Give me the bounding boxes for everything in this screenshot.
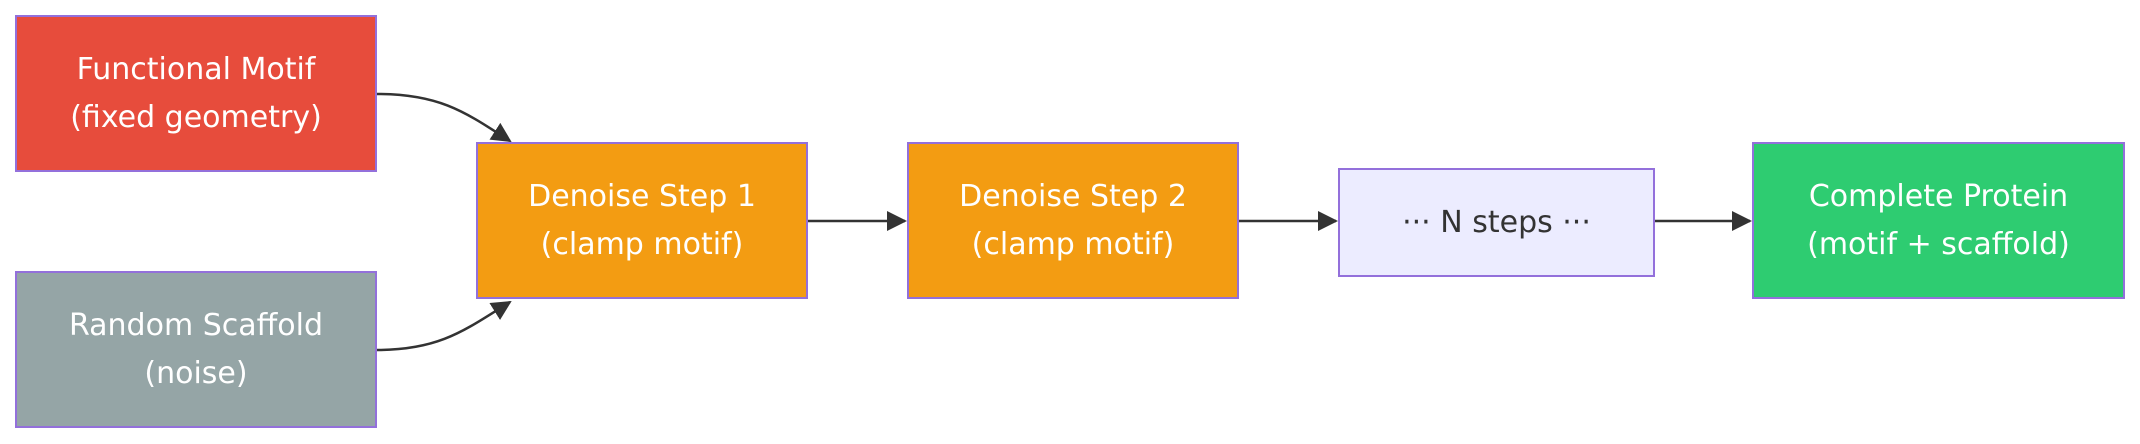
node-complete-protein-title: Complete Protein	[1808, 178, 2069, 214]
node-denoise-step-1-title: Denoise Step 1	[528, 178, 756, 214]
node-complete-protein-subtitle: (motif + scaffold)	[1807, 226, 2070, 262]
node-random-scaffold-title: Random Scaffold	[68, 307, 324, 343]
node-n-steps: ··· N steps ···	[1338, 168, 1655, 277]
node-functional-motif: Functional Motif (fixed geometry)	[15, 15, 377, 172]
node-denoise-step-1: Denoise Step 1 (clamp motif)	[476, 142, 808, 299]
edge-motif-to-step1	[376, 92, 512, 143]
node-denoise-step-1-subtitle: (clamp motif)	[540, 226, 744, 262]
node-random-scaffold: Random Scaffold (noise)	[15, 271, 377, 428]
node-functional-motif-subtitle: (fixed geometry)	[70, 99, 322, 135]
node-functional-motif-title: Functional Motif	[76, 51, 316, 87]
node-denoise-step-2-subtitle: (clamp motif)	[971, 226, 1175, 262]
node-n-steps-label: ··· N steps ···	[1402, 204, 1591, 240]
node-random-scaffold-subtitle: (noise)	[144, 355, 248, 391]
edge-scaffold-to-step1	[376, 300, 512, 352]
node-denoise-step-2: Denoise Step 2 (clamp motif)	[907, 142, 1239, 299]
node-complete-protein: Complete Protein (motif + scaffold)	[1752, 142, 2125, 299]
node-denoise-step-2-title: Denoise Step 2	[959, 178, 1187, 214]
